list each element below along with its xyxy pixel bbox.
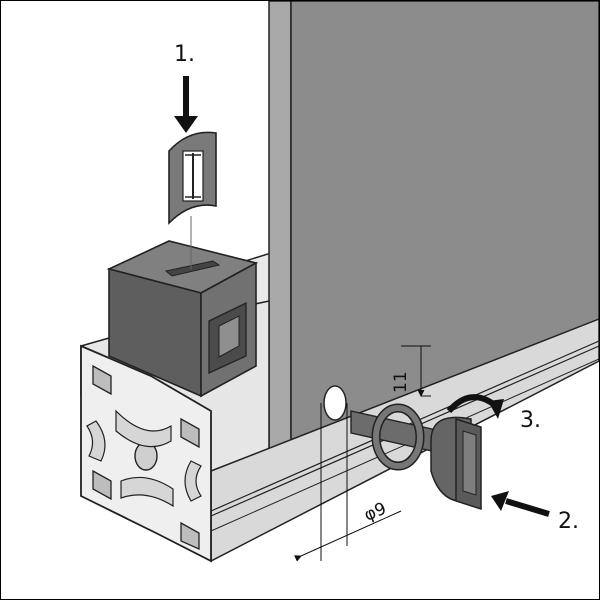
- clamp-block: [106, 240, 259, 398]
- locking-pin: [350, 403, 482, 511]
- bore-hole: [323, 385, 347, 421]
- offset-label: 11: [391, 371, 411, 393]
- curved-arrow-icon: [446, 394, 504, 419]
- step-1-label: 1.: [174, 42, 195, 67]
- left-arrow-icon: [491, 491, 550, 517]
- step-3-label: 3.: [520, 408, 541, 433]
- step-2-label: 2.: [558, 509, 579, 534]
- diameter-label: φ9: [361, 499, 389, 526]
- dimension-lines: [294, 345, 431, 562]
- clip-insert: [168, 131, 217, 269]
- down-arrow-icon: [174, 76, 198, 133]
- panel-edge: [268, 1, 292, 473]
